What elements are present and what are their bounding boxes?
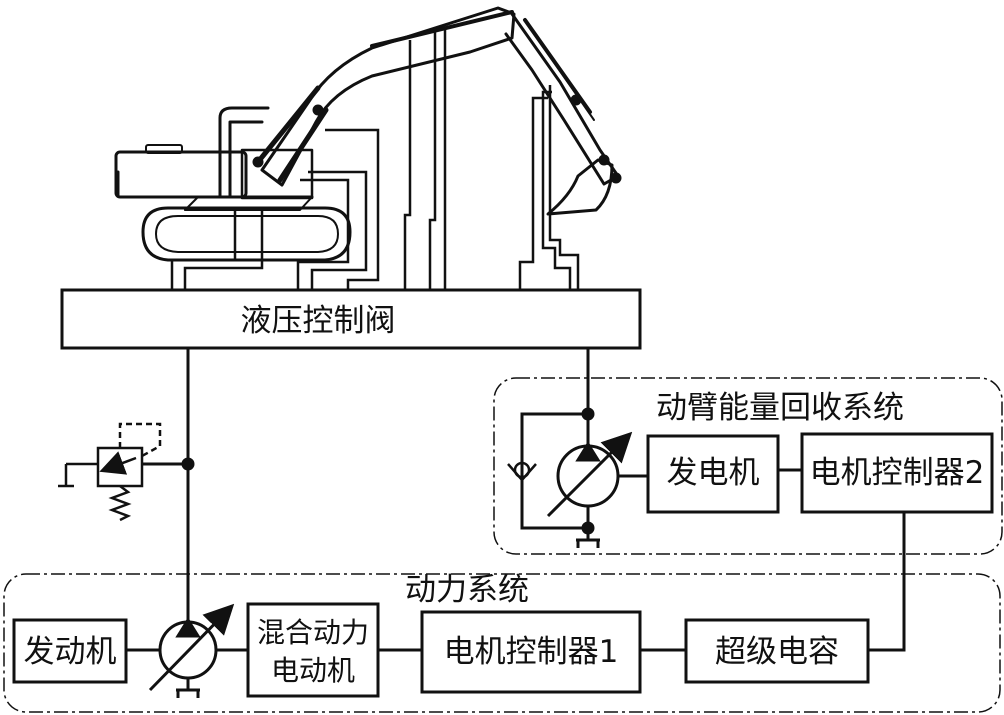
- motor-controller-2-block: 电机控制器2: [800, 432, 994, 514]
- hydraulic-lines: [170, 28, 580, 290]
- engine-label: 发动机: [24, 634, 117, 670]
- power-system: 动力系统 发动机 混合动力 电动机: [3, 512, 1001, 713]
- hybrid-motor-label-line2: 电动机: [271, 654, 355, 687]
- valve-label: 液压控制阀: [241, 303, 396, 339]
- excavator-drawing: [114, 6, 622, 262]
- recovery-pump-motor-icon: [546, 431, 633, 518]
- relief-valve: [58, 422, 162, 522]
- excavator-body: [114, 106, 314, 211]
- main-pump-icon: [148, 603, 235, 692]
- supercapacitor-block: 超级电容: [684, 618, 870, 684]
- hybrid-motor-label-line1: 混合动力: [257, 616, 369, 649]
- excavator-track: [141, 206, 352, 262]
- boom-cylinder: [252, 85, 329, 183]
- boom-recovery-group-label: 动臂能量回收系统: [656, 390, 904, 426]
- hybrid-motor-block: 混合动力 电动机: [246, 602, 380, 698]
- hydraulic-control-valve: 液压控制阀: [60, 288, 642, 350]
- generator-block: 发电机: [646, 434, 780, 514]
- engine-block: 发动机: [12, 618, 128, 684]
- controller1-label: 电机控制器1: [444, 634, 619, 670]
- boom-recovery-system: 动臂能量回收系统 发电机: [493, 348, 1003, 555]
- power-system-group-label: 动力系统: [405, 572, 529, 608]
- main-supply-line: [142, 348, 195, 622]
- controller2-label: 电机控制器2: [810, 455, 985, 491]
- motor-controller-1-block: 电机控制器1: [420, 610, 642, 694]
- check-valve-icon: [507, 461, 537, 482]
- supercap-label: 超级电容: [715, 634, 839, 670]
- generator-label: 发电机: [667, 455, 760, 491]
- excavator-boom: [260, 6, 516, 187]
- excavator-bucket: [546, 154, 622, 216]
